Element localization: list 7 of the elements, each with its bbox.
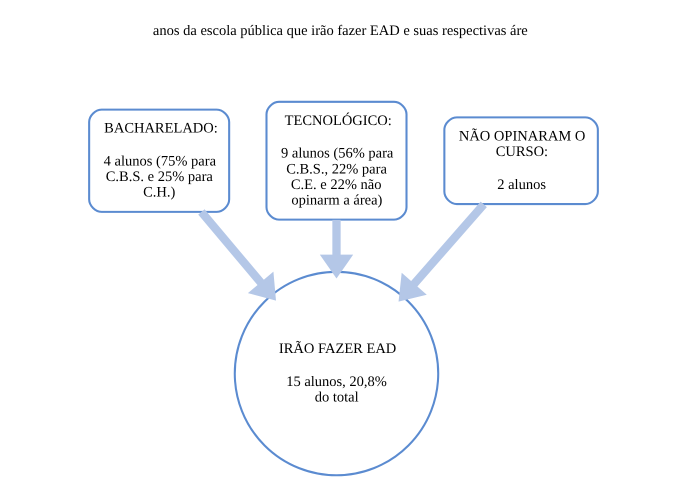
node-box: TECNOLÓGICO: 9 alunos (56% para C.B.S., 22% para C.E. e 22% não opinarm a área) [265, 100, 408, 221]
arrow [320, 220, 354, 278]
node-box: BACHARELADO: 4 alunos (75% para C.B.S. e 25% para C.H.) [88, 108, 230, 213]
arrow [198, 209, 276, 301]
arrow [398, 202, 487, 302]
node-box: NÃO OPINARAM O CURSO: 2 alunos [443, 116, 599, 206]
label: anos da escola pública que irão fazer EAD e suas respectivas áre [152, 23, 528, 40]
